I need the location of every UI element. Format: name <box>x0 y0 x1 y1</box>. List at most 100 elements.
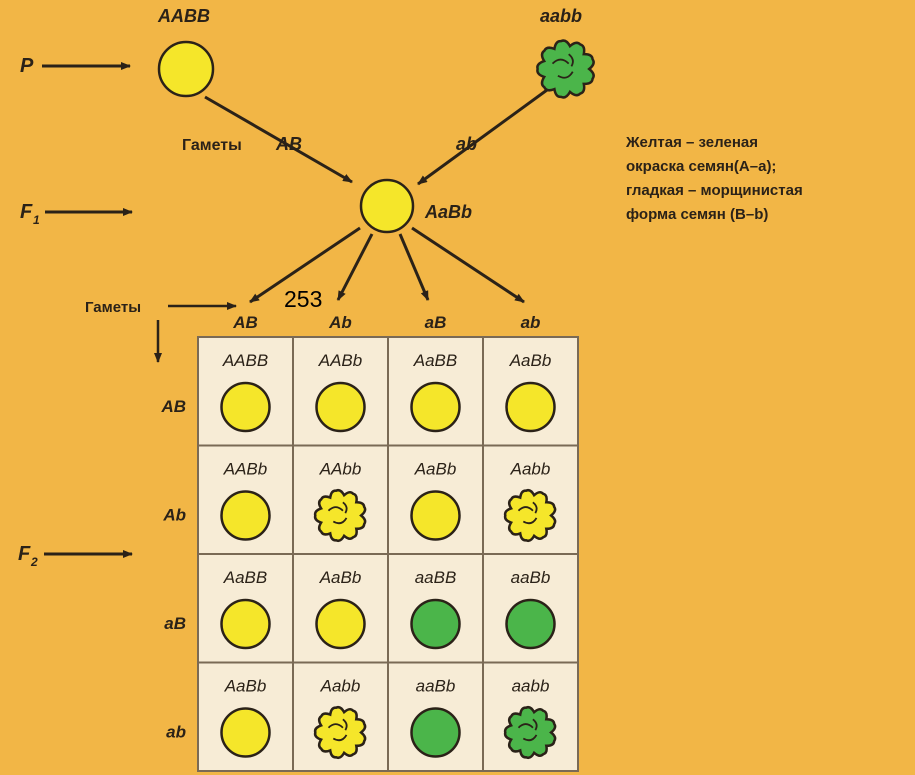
cell-seed-wrinkle-1 <box>327 506 344 512</box>
cell-seed-wrinkle-3 <box>532 718 538 731</box>
legend-line-2: окраска семян(А–а); <box>626 158 777 175</box>
legend-line-1: Желтая – зеленая <box>626 134 758 151</box>
punnett-cell: AABb <box>220 460 271 541</box>
parent-right-seed-shape-wrinkle-2 <box>557 71 574 79</box>
cell-seed <box>220 490 271 541</box>
parent-gamete-left: AB <box>275 134 302 154</box>
f1-gamete-arrow-2 <box>336 233 374 301</box>
f1-genotype: AaBb <box>424 202 472 222</box>
cell-seed <box>410 381 461 433</box>
parent-right-seed <box>536 39 595 99</box>
cell-seed <box>313 705 367 760</box>
punnett-cell: AaBb <box>505 351 556 433</box>
cell-seed <box>313 488 367 543</box>
punnett-cell: AaBb <box>410 460 461 541</box>
cell-seed-wrinkle-3 <box>342 501 348 514</box>
f1-label-sub: 1 <box>33 213 40 227</box>
cell-seed-wrinkle-1 <box>327 723 344 729</box>
cell-seed <box>220 598 271 650</box>
f1-gamete-arrow-1 <box>249 226 361 304</box>
punnett-cell: AABb <box>315 351 366 433</box>
f1-gamete-arrow-3 <box>398 233 430 301</box>
gametes-label-2: Гаметы <box>85 299 141 316</box>
cell-genotype: AABb <box>223 460 267 479</box>
cell-seed-wrinkle-1 <box>517 723 534 729</box>
punnett-cell: Aabb <box>503 460 557 543</box>
cell-genotype: aabb <box>512 677 550 696</box>
cell-genotype: AaBb <box>319 568 362 587</box>
punnett-cell: aaBb <box>505 568 556 650</box>
cell-genotype: AABB <box>222 351 268 370</box>
page-number: 253 <box>284 286 322 312</box>
f1-label: F <box>20 201 33 223</box>
cell-seed <box>505 381 556 433</box>
parent-left-seed-shape <box>157 40 215 98</box>
cell-seed <box>220 381 271 433</box>
cell-seed <box>503 705 557 760</box>
punnett-cell: aabb <box>503 677 557 760</box>
cell-genotype: AaBb <box>509 351 552 370</box>
p-generation-label: P <box>20 55 34 77</box>
gamete-arrow-right <box>417 88 548 186</box>
cell-seed <box>505 598 556 650</box>
parent-right-seed-shape-wrinkle-3 <box>568 53 574 67</box>
cell-genotype: AAbb <box>319 460 362 479</box>
cell-seed-wrinkle-2 <box>332 517 348 525</box>
row-gametes: AB Ab aB ab <box>160 397 186 742</box>
column-gamete: ab <box>521 313 541 332</box>
cell-seed <box>503 488 557 543</box>
column-gametes: AB Ab aB ab <box>232 313 540 332</box>
legend: Желтая – зеленая окраска семян(А–а); гла… <box>626 131 915 227</box>
cell-genotype: aaBb <box>416 677 456 696</box>
parent-left-genotype: AABB <box>157 6 210 26</box>
punnett-cell: AaBb <box>315 568 366 650</box>
gamete-arrow-left <box>204 95 353 184</box>
f2-label: F <box>18 543 31 565</box>
punnett-cell: AaBb <box>220 677 271 758</box>
cell-seed-wrinkle-1 <box>517 506 534 512</box>
column-gamete: aB <box>425 313 447 332</box>
parent-gamete-right: ab <box>456 134 477 154</box>
punnett-cell: Aabb <box>313 677 367 760</box>
row-gamete: Ab <box>162 506 186 525</box>
f1-gamete-arrow-4 <box>411 226 525 304</box>
cell-seed <box>315 598 366 650</box>
cell-genotype: Aabb <box>510 460 551 479</box>
cell-genotype: AaBb <box>224 677 267 696</box>
cell-seed-wrinkle-2 <box>332 734 348 742</box>
cell-seed <box>410 598 461 650</box>
parent-right-genotype: aabb <box>540 6 582 26</box>
column-gamete: Ab <box>328 313 352 332</box>
row-gamete: aB <box>164 614 186 633</box>
cell-genotype: AaBb <box>414 460 457 479</box>
cell-seed <box>410 707 461 758</box>
column-gamete: AB <box>232 313 258 332</box>
punnett-cell: AaBB <box>220 568 271 650</box>
cell-seed-wrinkle-3 <box>532 501 538 514</box>
parent-right-seed-shape-wrinkle-1 <box>551 58 570 65</box>
punnett-cell: AaBB <box>410 351 461 433</box>
punnett-cell: aaBb <box>410 677 461 758</box>
cell-genotype: AABb <box>318 351 362 370</box>
f2-label-sub: 2 <box>30 555 38 569</box>
punnett-cell: aaBB <box>410 568 461 650</box>
legend-line-3: гладкая – морщинистая <box>626 182 803 199</box>
f1-seed-shape <box>359 178 415 234</box>
punnett-cell: AABB <box>220 351 271 433</box>
cell-genotype: Aabb <box>320 677 361 696</box>
row-gamete: AB <box>160 397 186 416</box>
cell-seed <box>410 490 461 541</box>
legend-line-4: форма семян (В–b) <box>626 206 769 223</box>
row-gamete: ab <box>166 723 186 742</box>
parent-right-seed-shape <box>536 39 595 99</box>
cell-genotype: AaBB <box>223 568 267 587</box>
gametes-label-1: Гаметы <box>182 137 242 154</box>
punnett-cell: AAbb <box>313 460 367 543</box>
cell-seed <box>315 381 366 433</box>
cell-seed-wrinkle-3 <box>342 718 348 731</box>
parent-left-seed <box>157 40 215 98</box>
cell-seed-wrinkle-2 <box>522 734 538 742</box>
